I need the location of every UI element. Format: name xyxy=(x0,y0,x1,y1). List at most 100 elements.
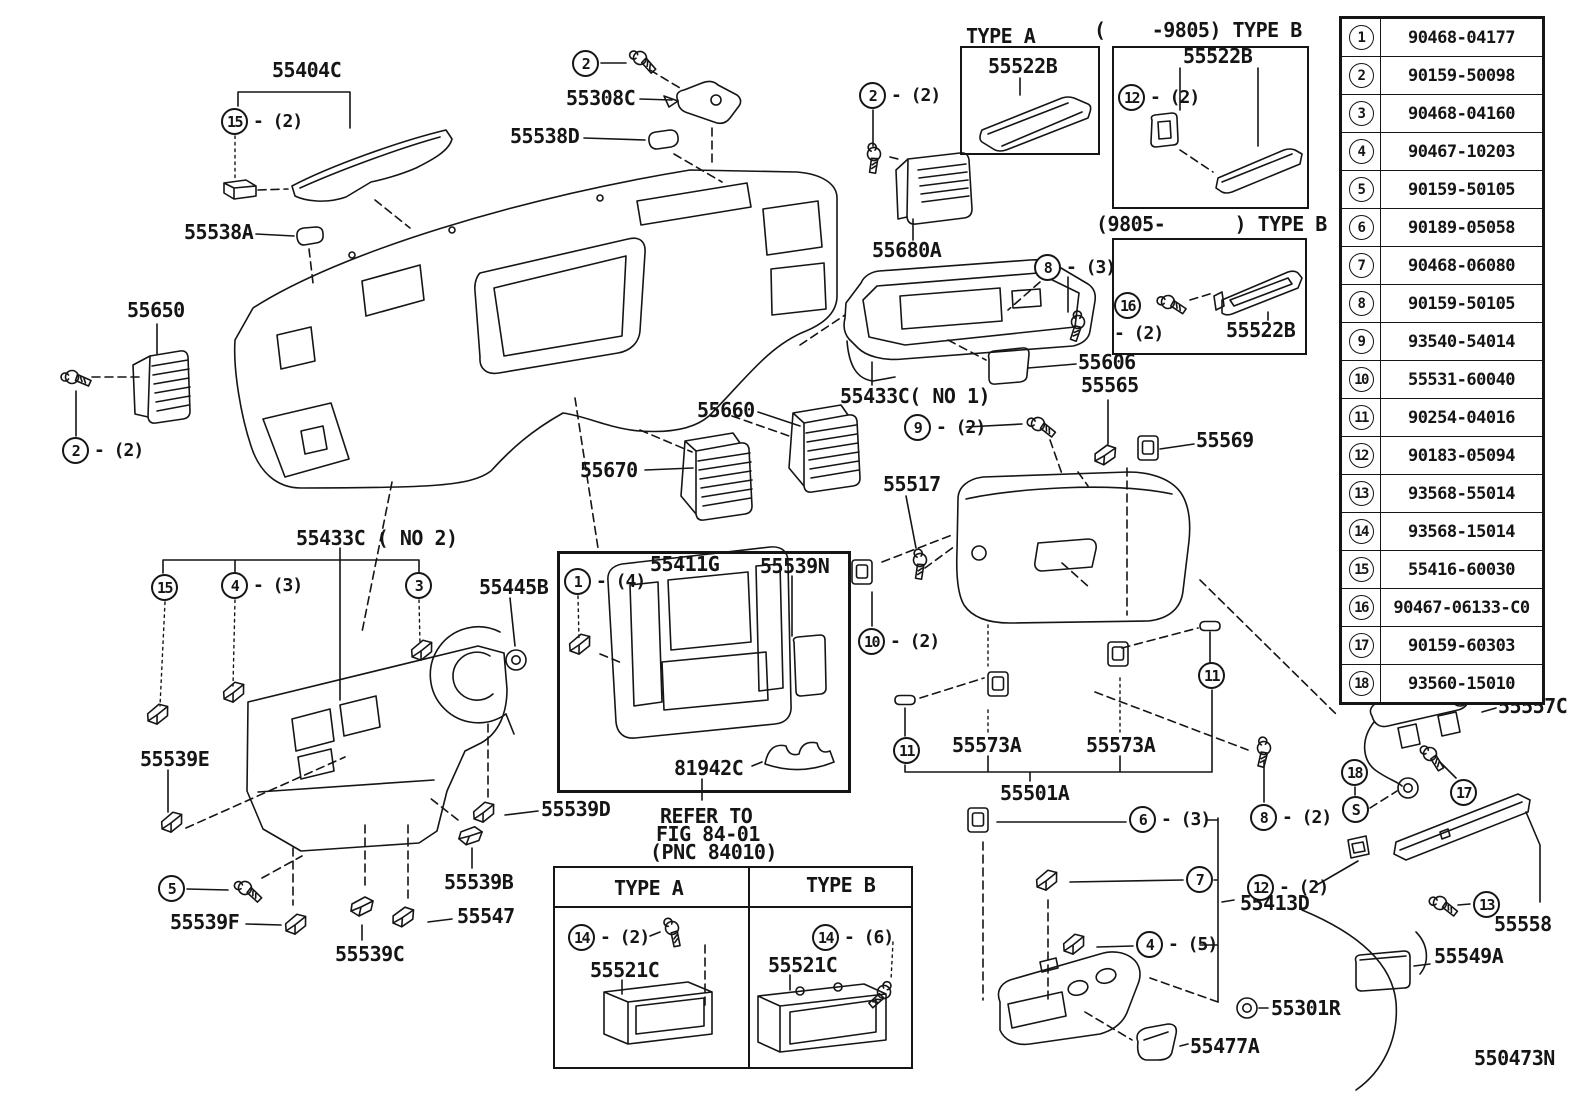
callout-7[interactable]: 7 xyxy=(1186,866,1218,893)
part-label-55538D[interactable]: 55538D xyxy=(510,124,580,148)
part-number[interactable]: 90189-05058 xyxy=(1380,209,1542,246)
part-number[interactable]: 90159-50105 xyxy=(1380,285,1542,322)
part-number[interactable]: 90159-60303 xyxy=(1380,627,1542,664)
callout-1-clusterbox[interactable]: 1 - (4) xyxy=(564,568,646,595)
callout-4-right[interactable]: 4 - (5) xyxy=(1136,931,1218,958)
callout-8-right[interactable]: 8 - (2) xyxy=(1250,804,1332,831)
part-label-55501A[interactable]: 55501A xyxy=(1000,781,1070,805)
callout-circle[interactable]: 3 xyxy=(405,572,432,599)
callout-circle[interactable]: 7 xyxy=(1186,866,1213,893)
callout-circle[interactable]: 12 xyxy=(1118,84,1145,111)
part-number[interactable]: 90467-10203 xyxy=(1380,133,1542,170)
part-label-55650[interactable]: 55650 xyxy=(127,298,185,322)
callout-14-typea[interactable]: 14 - (2) xyxy=(568,924,650,951)
part-number[interactable]: 90159-50098 xyxy=(1380,57,1542,94)
part-label-55522B[interactable]: 55522B xyxy=(988,54,1058,78)
callout-circle[interactable]: 2 xyxy=(859,82,886,109)
callout-circle[interactable]: 15 xyxy=(221,108,248,135)
callout-circle[interactable]: 5 xyxy=(158,875,185,902)
callout-circle[interactable]: 8 xyxy=(1250,804,1277,831)
part-label-55547[interactable]: 55547 xyxy=(457,904,515,928)
callout-12-typeb-early[interactable]: 12 - (2) xyxy=(1118,84,1200,111)
callout-2-mid[interactable]: 2 - (2) xyxy=(859,82,941,109)
callout-5[interactable]: 5 xyxy=(158,875,190,902)
callout-circle[interactable]: 9 xyxy=(904,414,931,441)
callout-circle[interactable]: 10 xyxy=(858,628,885,655)
part-label-55539E[interactable]: 55539E xyxy=(140,747,210,771)
part-label-55539B[interactable]: 55539B xyxy=(444,870,514,894)
callout-12-right[interactable]: 12 - (2) xyxy=(1247,874,1329,901)
part-label-55539N[interactable]: 55539N xyxy=(760,554,830,578)
callout-15-kneepanel[interactable]: 15 xyxy=(151,574,183,601)
part-number[interactable]: 90468-06080 xyxy=(1380,247,1542,284)
part-label-55565[interactable]: 55565 xyxy=(1081,373,1139,397)
part-label-55521C[interactable]: 55521C xyxy=(768,953,838,977)
part-label-55573A[interactable]: 55573A xyxy=(952,733,1022,757)
callout-circle[interactable]: 14 xyxy=(812,924,839,951)
part-label-55549A[interactable]: 55549A xyxy=(1434,944,1504,968)
part-label-55411G[interactable]: 55411G xyxy=(650,552,720,576)
callout-S[interactable]: S xyxy=(1342,796,1374,823)
callout-circle[interactable]: 13 xyxy=(1473,891,1500,918)
part-label-55301R[interactable]: 55301R xyxy=(1271,996,1341,1020)
part-label-81942C[interactable]: 81942C xyxy=(674,756,744,780)
callout-circle[interactable]: 11 xyxy=(1198,662,1225,689)
callout-circle[interactable]: 16 xyxy=(1114,292,1141,319)
callout-8-glovebox[interactable]: 8 - (3) xyxy=(1034,254,1116,281)
part-label-55522B[interactable]: 55522B xyxy=(1226,318,1296,342)
part-label-55670[interactable]: 55670 xyxy=(580,458,638,482)
callout-17[interactable]: 17 xyxy=(1450,779,1482,806)
callout-11-right[interactable]: 11 xyxy=(1198,662,1230,689)
part-number[interactable]: 90468-04160 xyxy=(1380,95,1542,132)
callout-13[interactable]: 13 xyxy=(1473,891,1505,918)
part-label-55558[interactable]: 55558 xyxy=(1494,912,1552,936)
callout-circle[interactable]: 8 xyxy=(1034,254,1061,281)
part-number[interactable]: 90159-50105 xyxy=(1380,171,1542,208)
callout-circle[interactable]: 1 xyxy=(564,568,591,595)
callout-circle[interactable]: 15 xyxy=(151,574,178,601)
callout-6[interactable]: 6 - (3) xyxy=(1129,806,1211,833)
callout-15-top[interactable]: 15 - (2) xyxy=(221,108,303,135)
part-number[interactable]: 90467-06133-C0 xyxy=(1380,589,1542,626)
callout-circle[interactable]: 2 xyxy=(572,50,599,77)
part-label-55569[interactable]: 55569 xyxy=(1196,428,1254,452)
part-label-55433C-no2[interactable]: 55433C ( NO 2) xyxy=(296,526,458,550)
callout-10[interactable]: 10 - (2) xyxy=(858,628,940,655)
part-number[interactable]: 90468-04177 xyxy=(1380,19,1542,56)
part-label-55680A[interactable]: 55680A xyxy=(872,238,942,262)
part-number[interactable]: 90254-04016 xyxy=(1380,399,1542,436)
part-number[interactable]: 55416-60030 xyxy=(1380,551,1542,588)
callout-circle[interactable]: S xyxy=(1342,796,1369,823)
callout-circle[interactable]: 12 xyxy=(1247,874,1274,901)
part-label-55477A[interactable]: 55477A xyxy=(1190,1034,1260,1058)
part-label-55538A[interactable]: 55538A xyxy=(184,220,254,244)
callout-circle[interactable]: 6 xyxy=(1129,806,1156,833)
callout-16-typeb-late[interactable]: 16 - (2) xyxy=(1114,292,1164,344)
callout-circle[interactable]: 4 xyxy=(1136,931,1163,958)
part-label-55433C-no1[interactable]: 55433C( NO 1) xyxy=(840,384,991,408)
callout-2-left[interactable]: 2 - (2) xyxy=(62,437,144,464)
callout-circle[interactable]: 14 xyxy=(568,924,595,951)
part-label-55573A[interactable]: 55573A xyxy=(1086,733,1156,757)
part-label-55308C[interactable]: 55308C xyxy=(566,86,636,110)
callout-14-typeb[interactable]: 14 - (6) xyxy=(812,924,894,951)
part-label-55517[interactable]: 55517 xyxy=(883,472,941,496)
part-label-55404C[interactable]: 55404C xyxy=(272,58,342,82)
